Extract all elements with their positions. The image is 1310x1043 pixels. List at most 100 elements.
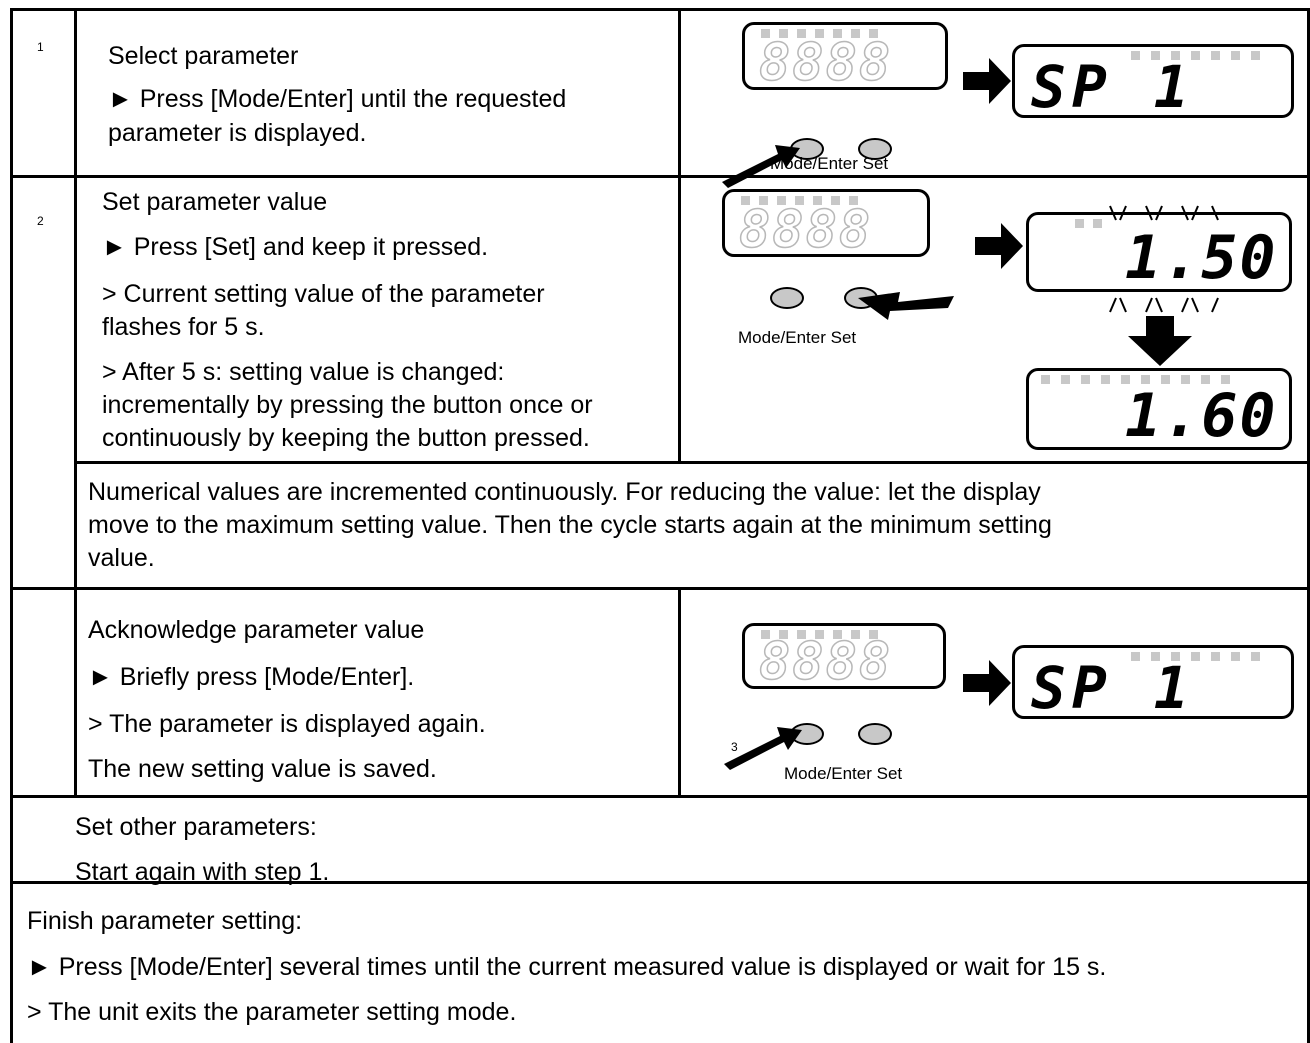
indicator-led: [1141, 375, 1150, 384]
row-divider-2b: [10, 587, 1310, 590]
indicator-led: [1121, 375, 1130, 384]
set-button: [858, 723, 892, 745]
indicator-led: [813, 196, 822, 205]
indicator-led: [1251, 51, 1260, 60]
indicator-led: [1211, 652, 1220, 661]
indicator-led: [1131, 51, 1140, 60]
finish-line: Finish parameter setting:: [27, 907, 303, 935]
indicator-led: [815, 29, 824, 38]
indicator-led: [1191, 51, 1200, 60]
image-column-divider-a: [678, 8, 681, 464]
indicator-led: [795, 196, 804, 205]
instruction-line: flashes for 5 s.: [102, 313, 265, 341]
indicator-led: [761, 29, 770, 38]
note-line: move to the maximum setting value. Then …: [88, 511, 1052, 539]
step-number: 3: [731, 740, 738, 754]
finish-line: > The unit exits the parameter setting m…: [27, 998, 517, 1026]
press-arrow-icon: [722, 145, 800, 188]
indicator-led: [815, 630, 824, 639]
indicator-led: [831, 196, 840, 205]
indicator-led: [759, 196, 768, 205]
indicator-led: [1181, 375, 1190, 384]
indicator-led: [849, 196, 858, 205]
set-button: [858, 138, 892, 160]
note-line: value.: [88, 544, 155, 572]
instruction-line: continuously by keeping the button press…: [102, 424, 590, 452]
lcd-digits: SP 1: [1031, 53, 1195, 121]
indicator-led: [851, 29, 860, 38]
press-arrow-icon: [858, 292, 954, 320]
indicator-led: [1151, 652, 1160, 661]
arrow-right-icon: [963, 660, 1011, 706]
lcd-digits: 8888: [758, 631, 893, 693]
press-arrow-icon: [724, 727, 802, 770]
indicator-led: [1251, 652, 1260, 661]
button-labels: Mode/Enter Set: [784, 764, 903, 783]
lcd-display: 8888: [742, 623, 946, 693]
instruction-line: > The parameter is displayed again.: [88, 710, 486, 738]
indicator-led: [1061, 375, 1070, 384]
lcd-display: 8888: [722, 189, 930, 261]
indicator-led: [1171, 51, 1180, 60]
indicator-led: [833, 29, 842, 38]
indicator-led: [1161, 375, 1170, 384]
lcd-display: 1.60: [1026, 368, 1292, 451]
instruction-line: ► Press [Mode/Enter] until the requested: [108, 85, 567, 113]
number-column-divider: [74, 8, 77, 795]
lcd-display: SP 1: [1012, 645, 1294, 722]
lcd-display: SP 1: [1012, 44, 1294, 121]
instruction-line: parameter is displayed.: [108, 119, 367, 147]
indicator-led: [1231, 51, 1240, 60]
indicator-led: [833, 630, 842, 639]
instruction-line: > Current setting value of the parameter: [102, 280, 545, 308]
lcd-digits: 1.50: [1125, 223, 1278, 293]
indicator-led: [1151, 51, 1160, 60]
instruction-line: ► Press [Set] and keep it pressed.: [102, 233, 489, 261]
other-line: Set other parameters:: [75, 813, 317, 841]
row-divider-1: [10, 175, 1310, 178]
arrow-down-icon: [1128, 316, 1192, 366]
row-divider-4: [10, 881, 1310, 884]
note-line: Numerical values are incremented continu…: [88, 478, 1041, 506]
indicator-led: [1191, 652, 1200, 661]
step-title: Acknowledge parameter value: [88, 616, 425, 644]
indicator-led: [797, 29, 806, 38]
lcd-digits: 8888: [738, 199, 873, 261]
indicator-led: [761, 630, 770, 639]
indicator-led: [741, 196, 750, 205]
indicator-led: [797, 630, 806, 639]
flash-rays-icon: [1109, 205, 1219, 313]
arrow-right-icon: [975, 223, 1023, 269]
lcd-digits: SP 1: [1031, 654, 1195, 722]
table-border-left: [10, 8, 13, 1043]
table-border-right: [1307, 8, 1310, 1043]
instruction-line: ► Briefly press [Mode/Enter].: [88, 663, 415, 691]
lcd-display-flashing: 1.50: [1026, 212, 1292, 293]
indicator-led: [1075, 219, 1084, 228]
instruction-line: > After 5 s: setting value is changed:: [102, 358, 505, 386]
other-line: Start again with step 1.: [75, 858, 330, 886]
indicator-led: [869, 29, 878, 38]
indicator-led: [1171, 652, 1180, 661]
row-divider-2a: [74, 461, 1310, 464]
instruction-line: The new setting value is saved.: [88, 755, 437, 783]
indicator-led: [1041, 375, 1050, 384]
image-column-divider-b: [678, 587, 681, 797]
step-number: 1: [37, 40, 44, 54]
indicator-led: [1221, 375, 1230, 384]
lcd-digits: 8888: [758, 32, 893, 94]
step-title: Set parameter value: [102, 188, 328, 216]
indicator-led: [779, 630, 788, 639]
indicator-led: [1231, 652, 1240, 661]
indicator-led: [1093, 219, 1102, 228]
step-title: Select parameter: [108, 42, 299, 70]
button-labels: Mode/Enter Set: [738, 328, 857, 347]
indicator-led: [869, 630, 878, 639]
lcd-digits: 1.60: [1125, 381, 1278, 451]
indicator-led: [779, 29, 788, 38]
instruction-line: incrementally by pressing the button onc…: [102, 391, 593, 419]
indicator-led: [1201, 375, 1210, 384]
indicator-led: [851, 630, 860, 639]
indicator-led: [1081, 375, 1090, 384]
indicator-led: [1101, 375, 1110, 384]
